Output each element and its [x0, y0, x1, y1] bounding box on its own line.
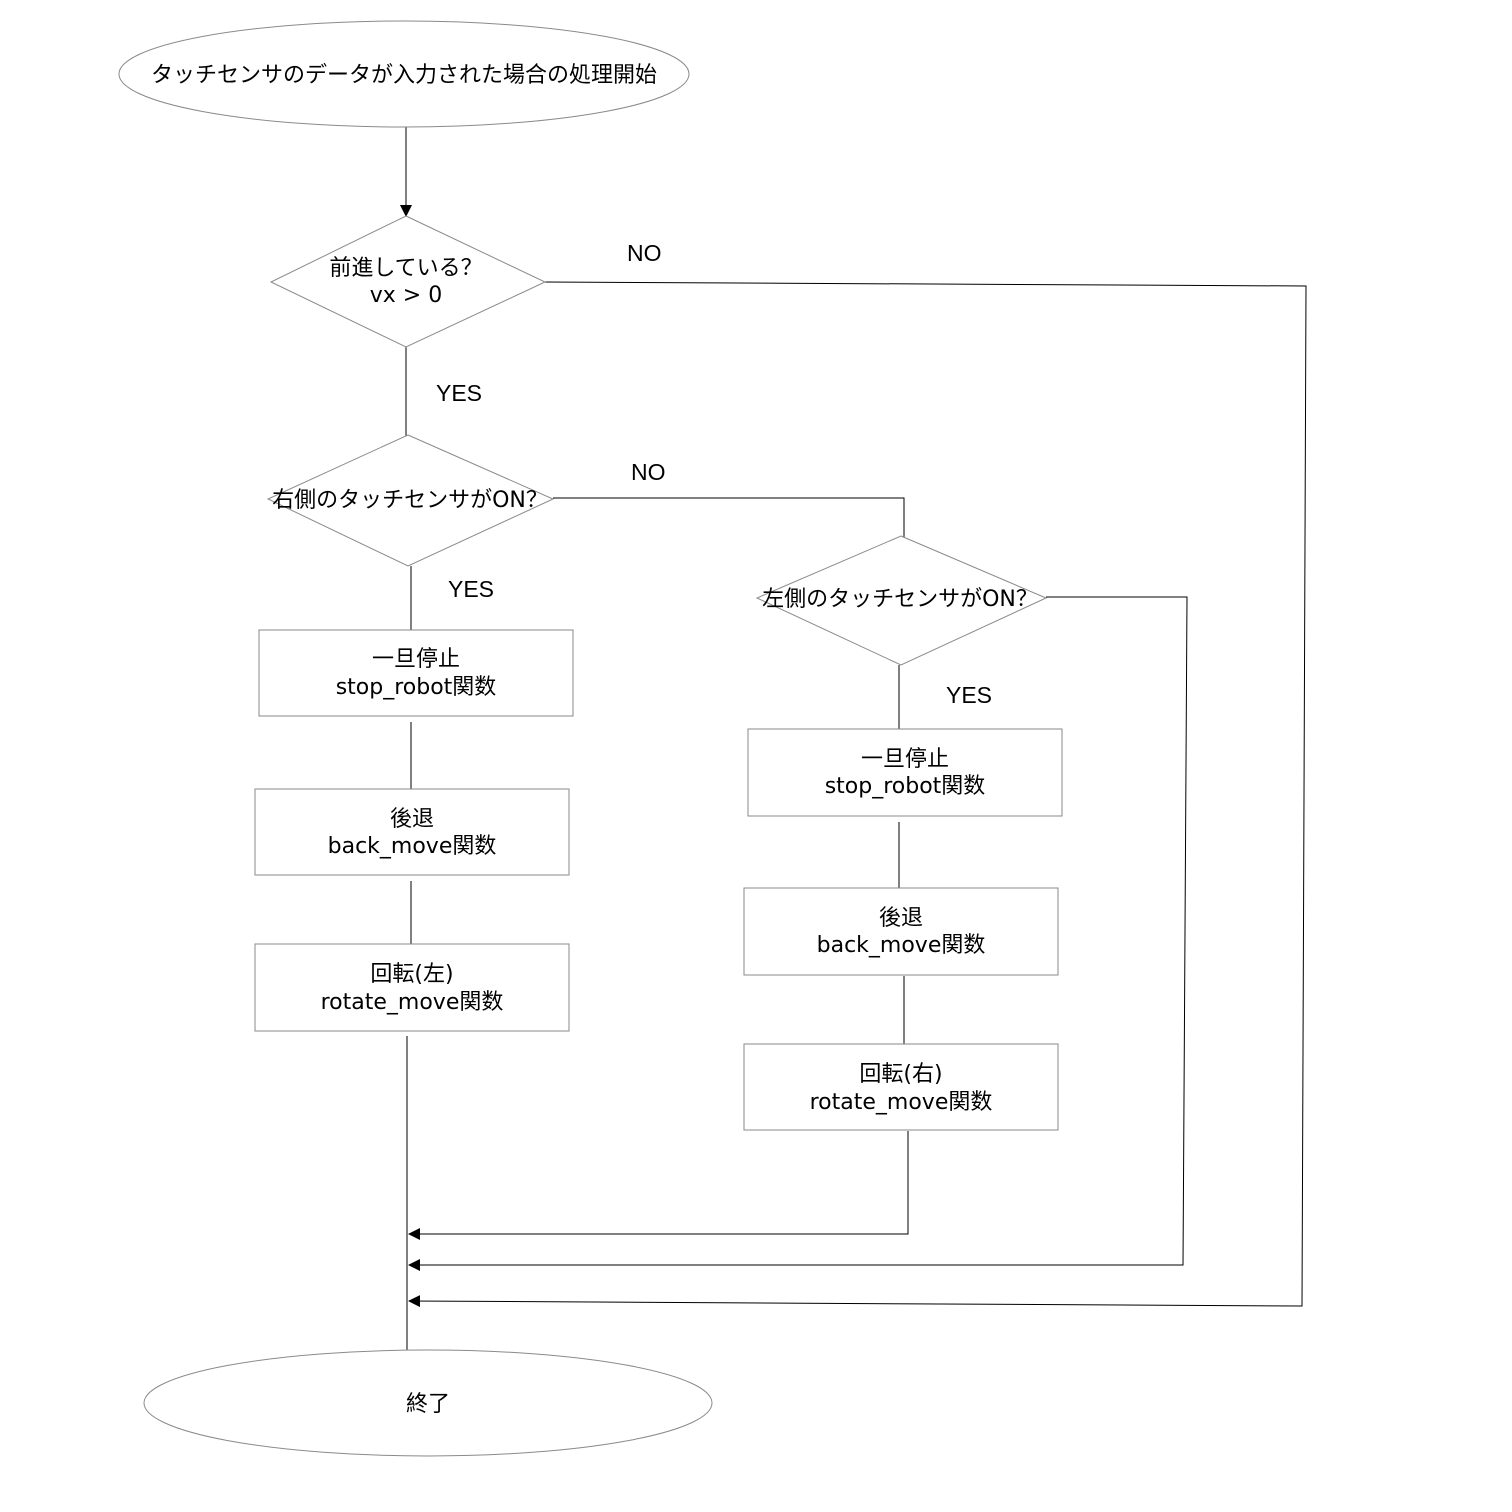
process-left-stop-box	[747, 728, 1063, 817]
process-left-back-label-1: 後退	[879, 906, 923, 931]
process-right-back-box	[254, 788, 570, 876]
end-ellipse	[143, 1349, 713, 1457]
label-right-no: NO	[631, 459, 666, 485]
start-ellipse	[118, 20, 690, 128]
process-left-stop: 一旦停止 stop_robot関数	[747, 728, 1063, 817]
decision-left: 左側のタッチセンサがON？	[755, 535, 1048, 666]
process-left-rotate-box	[743, 1043, 1059, 1131]
connector-l-rotate-merge	[408, 1131, 909, 1240]
process-right-rotate-box	[254, 943, 570, 1032]
process-right-back-label-2: back_move関数	[328, 834, 497, 859]
decision-forward-diamond	[269, 215, 547, 348]
process-right-stop-label-2: stop_robot関数	[336, 675, 497, 700]
process-right-rotate-label-2: rotate_move関数	[321, 990, 504, 1015]
decision-forward-label-2: vx > 0	[370, 283, 442, 308]
decision-right: 右側のタッチセンサがON？	[266, 434, 555, 567]
connector-forward-no	[408, 281, 1307, 1308]
connector-left-no	[408, 596, 1188, 1271]
process-left-back-box	[743, 887, 1059, 976]
process-right-stop: 一旦停止 stop_robot関数	[258, 629, 574, 717]
start-terminal: タッチセンサのデータが入力された場合の処理開始	[118, 20, 690, 128]
process-right-back: 後退 back_move関数	[254, 788, 570, 876]
decision-forward: 前進している？ vx > 0	[269, 215, 547, 348]
label-right-yes: YES	[448, 576, 494, 602]
process-right-stop-box	[258, 629, 574, 717]
decision-forward-label-1: 前進している？	[329, 256, 482, 281]
connectors	[400, 127, 1307, 1352]
end-label: 終了	[406, 1392, 450, 1417]
decision-left-label: 左側のタッチセンサがON？	[762, 587, 1038, 612]
label-forward-yes: YES	[436, 380, 482, 406]
process-left-stop-label-1: 一旦停止	[861, 747, 949, 772]
process-left-back: 後退 back_move関数	[743, 887, 1059, 976]
start-label: タッチセンサのデータが入力された場合の処理開始	[151, 63, 657, 88]
edge-labels: NO YES NO YES YES	[436, 240, 992, 708]
process-left-rotate-label-1: 回転(右)	[859, 1062, 942, 1087]
process-right-rotate: 回転(左) rotate_move関数	[254, 943, 570, 1032]
process-right-stop-label-1: 一旦停止	[372, 647, 460, 672]
process-left-stop-label-2: stop_robot関数	[825, 774, 986, 799]
process-left-rotate: 回転(右) rotate_move関数	[743, 1043, 1059, 1131]
process-right-back-label-1: 後退	[390, 807, 434, 832]
connector-right-no	[553, 497, 905, 537]
process-left-rotate-label-2: rotate_move関数	[810, 1090, 993, 1115]
label-forward-no: NO	[627, 240, 662, 266]
label-left-yes: YES	[946, 682, 992, 708]
process-left-back-label-2: back_move関数	[817, 933, 986, 958]
decision-right-label: 右側のタッチセンサがON？	[272, 488, 548, 513]
end-terminal: 終了	[143, 1349, 713, 1457]
process-right-rotate-label-1: 回転(左)	[370, 962, 453, 987]
decision-right-diamond	[266, 434, 555, 567]
decision-left-diamond	[755, 535, 1048, 666]
